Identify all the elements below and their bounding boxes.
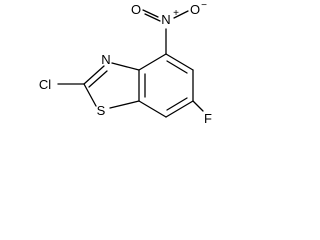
atom-label-nitro-n: N: [161, 12, 170, 27]
charge-label-nitro-o-right: −: [201, 0, 207, 11]
bond-nitro-n-o-left-double: [144, 13, 161, 22]
bond-c4-c5: [165, 53, 194, 71]
bond-c6-c7-inner: [166, 97, 188, 111]
bond-c7-c7a: [138, 100, 167, 118]
atom-label-ring-n: N: [101, 52, 110, 67]
bond-c3a-n3: [111, 62, 140, 71]
atom-label-nitro-o-left: O: [131, 2, 141, 17]
charge-label-nitro-n: +: [173, 8, 179, 19]
atom-label-fluorine: F: [204, 111, 212, 126]
atom-label-chlorine: Cl: [39, 77, 51, 92]
bond-nitro-n-o-left: [142, 9, 159, 18]
bond-c2-s1: [83, 83, 97, 107]
bond-c6-f: [192, 100, 204, 112]
atom-label-sulfur: S: [97, 103, 106, 118]
bond-c4-c5-inner: [166, 60, 188, 74]
chemical-structure: N + O O − N Cl S F: [39, 0, 212, 126]
atom-label-nitro-o-right: O: [190, 2, 200, 17]
bond-nitro-n-o-right: [173, 10, 189, 19]
bond-s1-c7a: [109, 100, 140, 109]
bond-c6-c7: [165, 100, 194, 118]
bond-n3-c2: [83, 65, 105, 85]
bond-n3-c2-double: [88, 70, 108, 88]
bond-c3a-c4: [138, 53, 167, 71]
